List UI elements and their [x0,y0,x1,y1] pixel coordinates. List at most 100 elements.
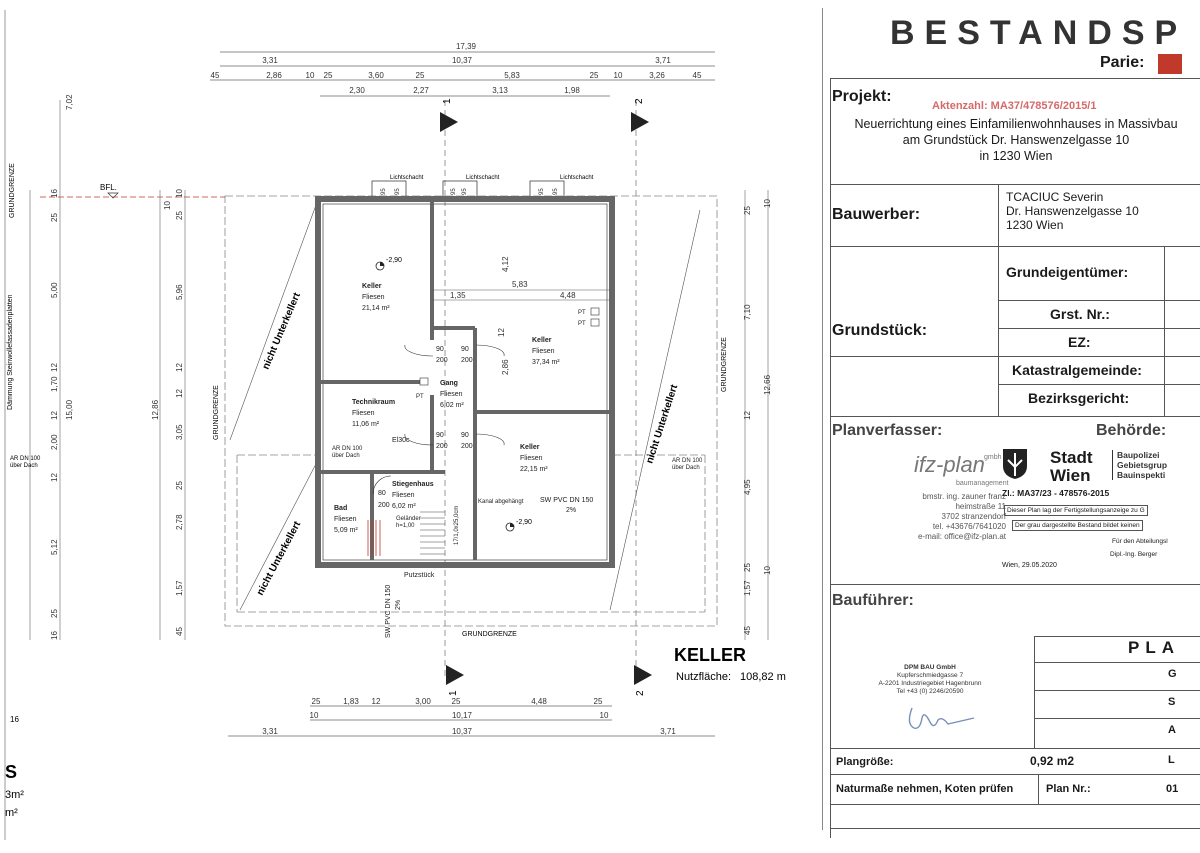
dim-labels-right: 25 10 7,10 12,66 12 4,95 1,57 25 10 45 [743,199,772,635]
side-letter: S [1168,696,1176,708]
room-area: 21,14 m² [362,305,390,312]
dim-top-total: 17,39 [456,42,477,51]
bauwerber-info: TCACIUC Severin Dr. Hanswenzelgasse 10 1… [1006,190,1139,232]
svg-text:Kanal abgehängt: Kanal abgehängt [478,499,524,505]
svg-text:1: 1 [442,98,453,104]
svg-text:12: 12 [50,473,59,482]
svg-text:AR DN 100: AR DN 100 [672,458,703,464]
svg-text:80: 80 [378,490,386,497]
projekt-label: Projekt: [832,88,892,105]
pt-device-icon [419,377,429,386]
dim-top-r3: 2,86 [266,71,282,80]
room-area: 5,09 m² [334,527,358,534]
svg-text:25: 25 [743,563,752,572]
svg-text:16: 16 [50,189,59,198]
svg-text:12: 12 [743,411,752,420]
section-marker-2-bottom: 2 [634,665,652,696]
svg-text:5,83: 5,83 [512,280,528,289]
room-floor: Fliesen [362,294,385,301]
svg-text:95: 95 [462,188,468,195]
stadt-label: Stadt [1050,448,1093,467]
ifz-logo-small: gmbh [984,454,1002,461]
stair-treads [420,511,445,555]
dim-top-r4: 2,30 [349,86,365,95]
svg-text:12: 12 [50,363,59,372]
svg-text:2%: 2% [566,507,576,514]
side-letter: A [1168,724,1176,736]
dim-top-r4: 3,13 [492,86,508,95]
parie-value-box [1158,54,1182,74]
dipl-ing: Dipl.-Ing. Berger [1110,551,1158,558]
svg-text:PT: PT [578,310,586,316]
svg-text:25: 25 [743,206,752,215]
svg-text:über Dach: über Dach [672,465,700,471]
room-name: Bad [334,505,347,512]
room-area: 37,34 m² [532,359,560,366]
dim-labels-bottom: 25 1,83 12 3,00 25 4,48 25 10 10,17 10 3… [262,697,676,736]
outer-walls [315,196,615,568]
baupolizei-info: Baupolizei Gebietsgrup Bauinspekti [1112,450,1167,480]
doors [372,344,505,495]
svg-text:2,78: 2,78 [175,514,184,530]
room-area: 6,02 m² [392,503,416,510]
room-area: 22,15 m² [520,466,548,473]
ma-stamp: Zl.: MA37/23 - 478576-2015 [1002,488,1110,498]
svg-text:10: 10 [763,199,772,208]
plan-nr-label: Plan Nr.: [1046,783,1091,795]
dim-top-r3: 25 [590,71,599,80]
svg-text:200: 200 [461,443,473,450]
svg-text:12: 12 [372,697,381,706]
svg-text:90: 90 [436,346,444,353]
svg-text:17/1,0x25,0cm: 17/1,0x25,0cm [454,506,460,545]
dim-labels-top: 17,39 3,31 10,37 3,71 45 2,86 10 25 3,60… [211,42,702,95]
side-letter: G [1168,668,1177,680]
room-floor: Fliesen [392,492,415,499]
svg-text:25: 25 [452,697,461,706]
fuer-abteilung: Für den Abteilungsl [1112,538,1168,545]
svg-text:95: 95 [395,188,401,195]
svg-text:12: 12 [175,363,184,372]
dim-top-r3: 3,26 [649,71,665,80]
baufuehrer-label: Bauführer: [832,592,914,609]
svg-text:12,66: 12,66 [763,374,772,395]
ar-dn-left: AR DN 100 [10,456,41,462]
svg-text:10: 10 [310,711,319,720]
ifz-logo: ifz-plan [914,452,985,477]
room-labels: Keller Fliesen 21,14 m² Keller Fliesen 3… [334,283,560,534]
bezirksgericht-label: Bezirksgericht: [1028,390,1130,406]
svg-text:h=1,00: h=1,00 [396,523,415,529]
svg-text:12: 12 [497,328,506,337]
dim-top-r3: 5,83 [504,71,520,80]
signature-icon [904,704,984,734]
svg-text:10,37: 10,37 [452,727,473,736]
section-marker-1-bottom: 1 [446,665,464,696]
svg-text:2,00: 2,00 [50,434,59,450]
dim-labels-inner: 4,12 5,83 1,35 4,48 2,86 12 [450,256,576,375]
grundgrenze-bottom: GRUNDGRENZE [462,631,517,638]
level-marker-icon: -2,90 [375,257,402,271]
dim-top-r3: 45 [211,71,220,80]
room-floor: Fliesen [352,410,375,417]
insulation-label: Dämmung Steinwollefassadenplatten [7,294,14,410]
room-floor: Fliesen [520,455,543,462]
svg-text:200: 200 [461,357,473,364]
parie-label: Parie: [1100,54,1145,71]
aktenzahl: Aktenzahl: MA37/478576/2015/1 [932,100,1097,112]
grundeigentuemer-label: Grundeigentümer: [1006,264,1129,280]
svg-text:200: 200 [436,443,448,450]
nutzflaeche-label: Nutzfläche: [676,671,731,683]
svg-text:SW PVC DN 150: SW PVC DN 150 [540,497,593,504]
level-marker-icon: -2,90 [505,519,532,532]
room-name: Keller [362,283,382,290]
left-cut-area: m² [5,807,18,819]
svg-text:1,57: 1,57 [743,580,752,596]
svg-text:SW PVC DN 150: SW PVC DN 150 [385,585,392,638]
svg-text:10: 10 [763,566,772,575]
door-dims: 90 90 200 200 90 90 200 200 80 200 [378,346,473,509]
svg-text:25: 25 [50,213,59,222]
svg-text:3,31: 3,31 [262,727,278,736]
svg-text:90: 90 [461,346,469,353]
svg-text:Lichtschacht: Lichtschacht [466,175,500,181]
